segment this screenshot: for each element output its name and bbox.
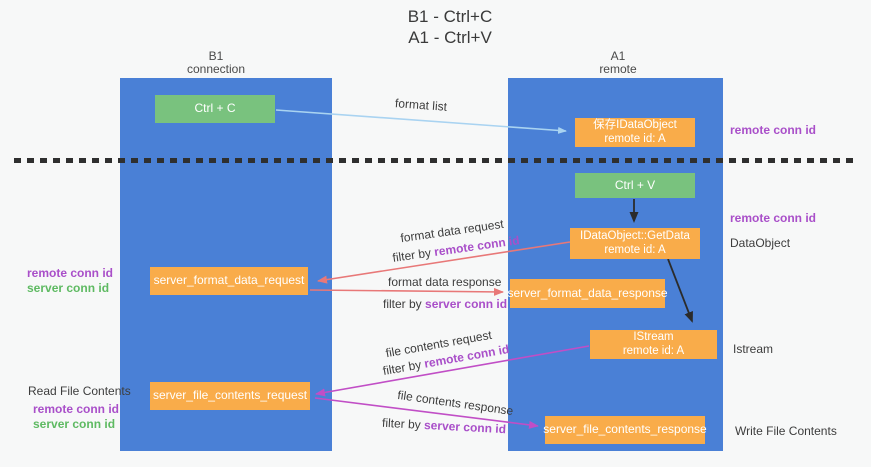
left-server-conn-id-2: server conn id xyxy=(33,417,116,431)
dataobject-label: DataObject xyxy=(730,236,791,250)
file-contents-response-label: file contents response xyxy=(396,387,515,419)
getdata-title: IDataObject::GetData xyxy=(580,230,690,242)
filter-by-text: filter by xyxy=(391,245,432,265)
read-file-contents-label: Read File Contents xyxy=(28,384,131,398)
format-data-response-filter-label: filter by server conn id xyxy=(383,297,507,311)
left-remote-conn-id-2: remote conn id xyxy=(33,402,120,416)
filter-by-text: filter by xyxy=(383,297,422,311)
diagram-title: B1 - Ctrl+C A1 - Ctrl+V xyxy=(330,6,570,48)
getdata-remote-id: remote id: A xyxy=(604,243,666,256)
server-file-contents-response-label: server_file_contents_response xyxy=(543,422,707,437)
right-column-header: A1 remote xyxy=(558,50,678,76)
save-idataobject-title: 保存IDataObject xyxy=(593,119,677,131)
server-conn-id-text: server conn id xyxy=(425,297,508,311)
format-data-response-arrow xyxy=(309,287,504,296)
write-file-contents-label: Write File Contents xyxy=(735,424,837,438)
server-format-data-response-label: server_format_data_response xyxy=(507,285,668,300)
server-file-contents-response-node: server_file_contents_response xyxy=(543,416,707,444)
istream-side-label: Istream xyxy=(733,342,774,356)
right-column-name: A1 xyxy=(610,49,626,63)
title-line-1: B1 - Ctrl+C xyxy=(407,7,493,26)
format-list-label: format list xyxy=(394,96,448,114)
istream-remote-id: remote id: A xyxy=(622,344,685,357)
server-file-contents-request-node: server_file_contents_request xyxy=(150,382,310,410)
ctrl-v-label: Ctrl + V xyxy=(614,177,656,192)
server-format-data-request-label: server_format_data_request xyxy=(153,273,305,288)
save-idataobject-node: 保存IDataObject remote id: A xyxy=(575,118,695,147)
right-remote-conn-id-top: remote conn id xyxy=(730,123,817,137)
save-idataobject-remote-id: remote id: A xyxy=(604,132,666,145)
ctrl-v-node: Ctrl + V xyxy=(575,173,695,198)
ctrl-c-label: Ctrl + C xyxy=(194,101,236,116)
idataobject-getdata-node: IDataObject::GetData remote id: A xyxy=(570,228,700,259)
session-divider-dashed-line xyxy=(14,158,856,163)
filter-by-text: filter by xyxy=(381,357,423,379)
right-column-subtitle: remote xyxy=(599,62,637,76)
title-line-2: A1 - Ctrl+V xyxy=(408,28,492,47)
istream-title: IStream xyxy=(633,331,674,343)
ctrl-c-node: Ctrl + C xyxy=(155,95,275,123)
server-file-contents-request-label: server_file_contents_request xyxy=(152,388,308,403)
server-format-data-request-node: server_format_data_request xyxy=(150,267,308,295)
istream-node: IStream remote id: A xyxy=(590,330,717,359)
left-column-subtitle: connection xyxy=(186,62,246,76)
server-conn-id-text: server conn id xyxy=(423,417,507,437)
left-server-conn-id-1: server conn id xyxy=(27,281,110,295)
left-column-header: B1 connection xyxy=(156,50,276,76)
format-data-response-label: format data response xyxy=(388,275,502,289)
right-remote-conn-id-mid: remote conn id xyxy=(730,211,817,225)
server-format-data-response-node: server_format_data_response xyxy=(507,279,668,308)
left-column-name: B1 xyxy=(208,49,224,63)
file-contents-response-filter-label: filter by server conn id xyxy=(382,416,507,436)
filter-by-text: filter by xyxy=(381,415,422,432)
left-remote-conn-id-1: remote conn id xyxy=(27,266,114,280)
